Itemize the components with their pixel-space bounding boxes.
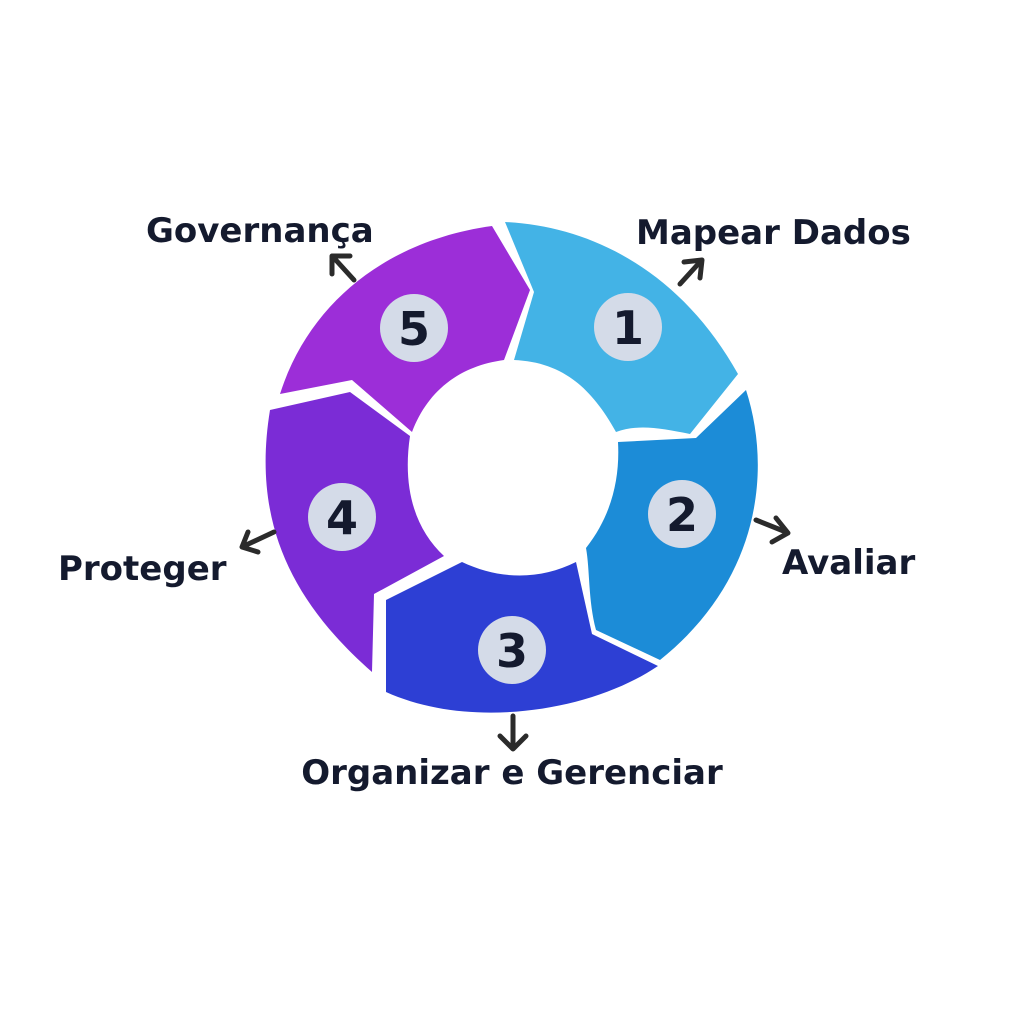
step-4: 4 — [265, 392, 444, 672]
step-3-badge — [478, 616, 546, 684]
step-2-label: Avaliar — [782, 543, 915, 583]
step-3: 3 — [386, 562, 658, 713]
step-1-badge — [594, 293, 662, 361]
step-1-label: Mapear Dados — [636, 213, 911, 253]
step-1-arrow — [677, 257, 705, 287]
step-2-badge — [648, 480, 716, 548]
step-5-arrow — [329, 253, 357, 283]
step-3-number: 3 — [496, 624, 528, 678]
step-4-label: Proteger — [58, 549, 227, 589]
step-3-label: Organizar e Gerenciar — [301, 753, 723, 793]
step-2: 2 — [586, 390, 758, 660]
step-5-number: 5 — [398, 302, 430, 356]
step-4-number: 4 — [326, 491, 358, 545]
step-4-arrow — [239, 529, 277, 555]
step-5-badge — [380, 294, 448, 362]
step-2-arrow — [753, 515, 791, 545]
step-1-number: 1 — [612, 301, 644, 355]
step-1: 1 — [505, 222, 738, 434]
step-5: 5 — [280, 226, 530, 432]
step-3-arrow — [497, 713, 529, 752]
step-2-number: 2 — [666, 488, 698, 542]
step-5-label: Governança — [146, 211, 374, 251]
step-4-badge — [308, 483, 376, 551]
